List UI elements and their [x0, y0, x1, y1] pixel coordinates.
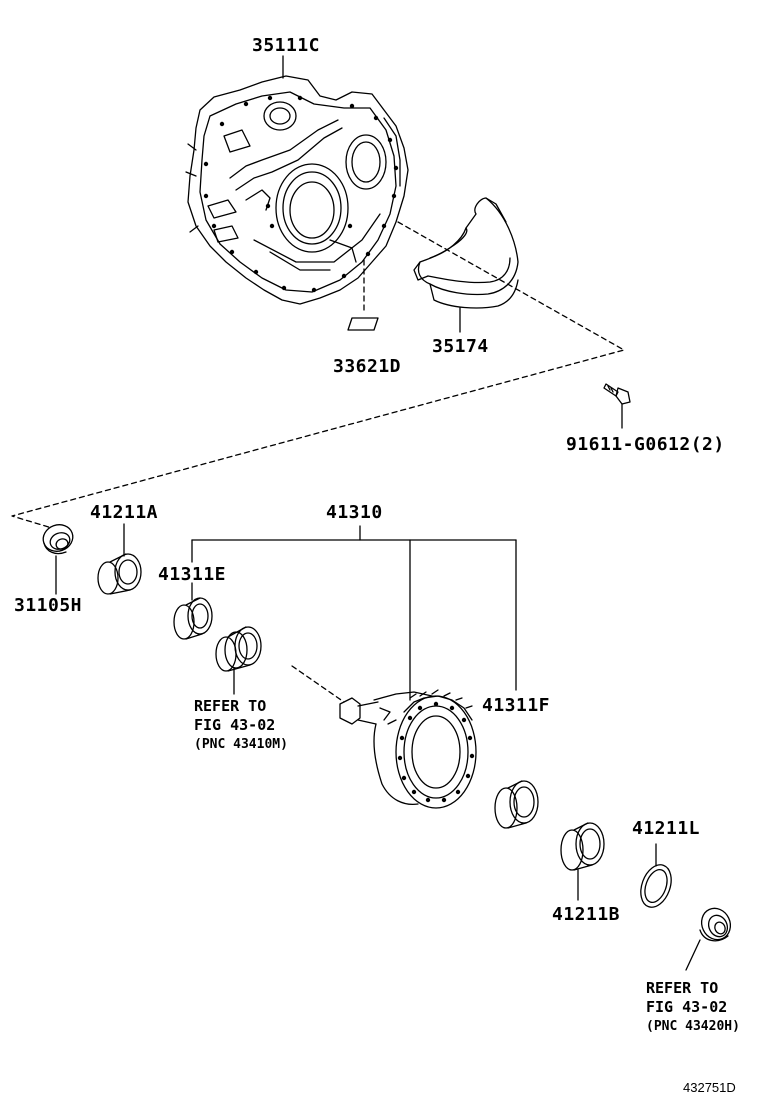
bearing-41311e-drawing [173, 597, 213, 640]
bearing-41211a-drawing [97, 553, 142, 595]
illustration-reference: 432751D [683, 1080, 736, 1095]
refer-note-43420h[interactable]: REFER TO FIG 43-02 (PNC 43420H) [646, 979, 740, 1036]
bearing-41311f-drawing [494, 780, 539, 829]
transaxle-case-drawing [185, 75, 409, 305]
bearing-refer-43420h-drawing [699, 907, 732, 942]
plate-cover-35174-drawing [413, 197, 519, 309]
refer-note-line: REFER TO [646, 979, 719, 997]
leader-refer-2 [685, 939, 701, 971]
part-label-33621d[interactable]: 33621D [333, 356, 402, 377]
part-label-41311e[interactable]: 41311E [158, 564, 227, 585]
differential-carrier-drawing [339, 689, 477, 809]
carrier-bolt-holes [397, 701, 475, 803]
dash-gear-to-carrier [291, 665, 345, 703]
bearing-refer-43410m-drawing [215, 626, 262, 672]
refer-note-line: FIG 43-02 [194, 716, 276, 734]
plate-33621d-drawing [347, 317, 379, 331]
part-label-35111c[interactable]: 35111C [252, 35, 321, 56]
part-label-41211l[interactable]: 41211L [632, 818, 701, 839]
bolt-91611-drawing [603, 383, 631, 405]
part-label-31105h[interactable]: 31105H [14, 595, 83, 616]
part-label-41311f[interactable]: 41311F [482, 695, 551, 716]
part-label-41310[interactable]: 41310 [326, 502, 383, 523]
oil-seal-31105h-drawing [42, 524, 74, 555]
refer-note-line: REFER TO [194, 697, 267, 715]
part-label-91611[interactable]: 91611-G0612(2) [566, 434, 725, 455]
part-label-41211b[interactable]: 41211B [552, 904, 621, 925]
part-label-35174[interactable]: 35174 [432, 336, 489, 357]
refer-note-43410m[interactable]: REFER TO FIG 43-02 (PNC 43410M) [194, 697, 288, 754]
part-label-41211a[interactable]: 41211A [90, 502, 159, 523]
refer-note-line: (PNC 43410M) [194, 737, 288, 752]
refer-note-line: FIG 43-02 [646, 998, 728, 1016]
bracket-41310 [191, 525, 517, 701]
shim-41211l-drawing [640, 864, 672, 908]
bearing-41211b-drawing [560, 822, 605, 871]
case-bolt-holes [203, 95, 399, 293]
dash-assembly-line [11, 221, 625, 529]
refer-note-line: (PNC 43420H) [646, 1019, 740, 1034]
